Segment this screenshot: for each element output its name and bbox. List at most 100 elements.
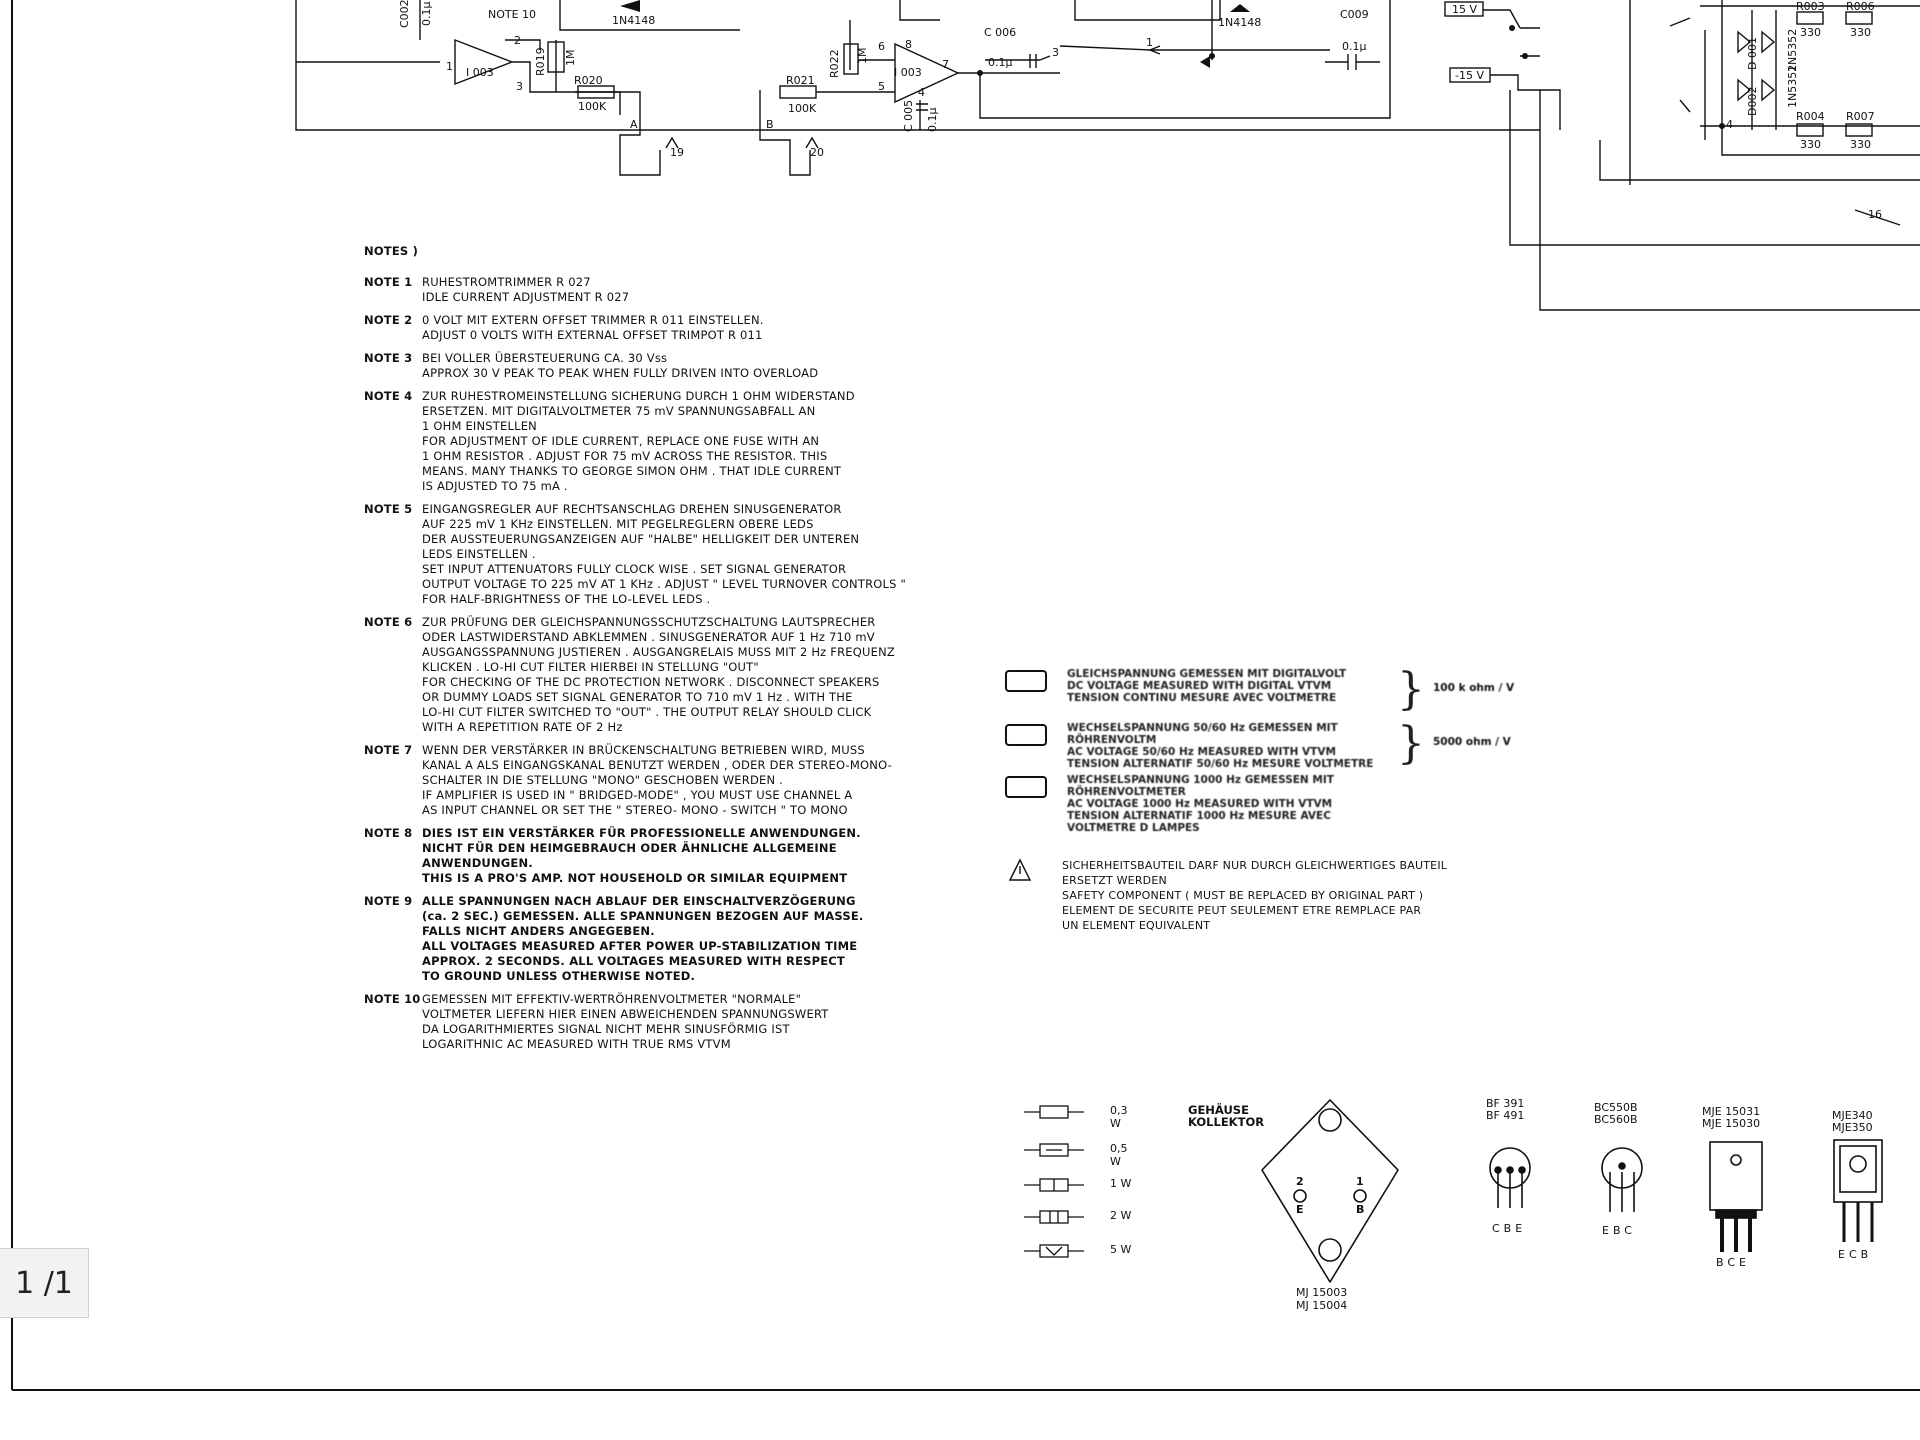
note-text: ALLE SPANNUNGEN NACH ABLAUF DER EINSCHAL…: [422, 894, 864, 983]
casing-collector-label: GEHÄUSE KOLLEKTOR: [1188, 1103, 1265, 1129]
label-c006: C 006: [984, 26, 1016, 39]
note-id: NOTE 2: [364, 313, 413, 327]
label-i003-a: I 003: [466, 66, 494, 79]
label-c009-value: 0.1µ: [1342, 40, 1367, 53]
notes-header: NOTES ): [364, 244, 419, 258]
label-c006-value: 0.1µ: [988, 56, 1013, 69]
note-text: ZUR RUHESTROMEINSTELLUNG SICHERUNG DURCH…: [422, 389, 855, 493]
wattage-text: 0,5 W: [1110, 1142, 1128, 1168]
label-c005: C 005: [902, 100, 915, 132]
label-pin4: 4: [918, 86, 925, 99]
note-item: NOTE 5 EINGANGSREGLER AUF RECHTSANSCHLAG …: [364, 502, 964, 607]
note-id: NOTE 9: [364, 894, 413, 908]
label-note10: NOTE 10: [488, 8, 536, 21]
note-item: NOTE 9 ALLE SPANNUNGEN NACH ABLAUF DER EI…: [364, 894, 964, 984]
label-r019-value: 1M: [564, 50, 577, 67]
bc550-pins: EBC: [1602, 1224, 1636, 1237]
label-pin1: 1: [446, 60, 453, 73]
wattage-text: 1 W: [1110, 1177, 1132, 1190]
label-pin-16: 16: [1868, 208, 1882, 221]
safety-note: SICHERHEITSBAUTEIL DARF NUR DURCH GLEICH…: [1000, 858, 1520, 933]
label-node-b: B: [766, 118, 774, 131]
note-id: NOTE 10: [364, 992, 421, 1006]
wattage-label-4: 2 W: [1098, 1209, 1131, 1222]
mje340-pins: ECB: [1838, 1248, 1873, 1261]
mj15003-label: MJ 15003 MJ 15004: [1296, 1286, 1348, 1312]
label-d001: D 001: [1746, 37, 1759, 70]
safety-text: SICHERHEITSBAUTEIL DARF NUR DURCH GLEICH…: [1062, 859, 1448, 932]
note-text: ZUR PRÜFUNG DER GLEICHSPANNUNGSSCHUTZSCH…: [422, 615, 895, 734]
note-id: NOTE 4: [364, 389, 413, 403]
bf391-pins: CBE: [1492, 1222, 1527, 1235]
legend-box-ac-1000: [1005, 776, 1047, 798]
legend-row-ac-1000: WECHSELSPANNUNG 1000 Hz GEMESSEN MIT RÖH…: [1005, 774, 1387, 834]
legend-text-ac-1000: WECHSELSPANNUNG 1000 Hz GEMESSEN MIT RÖH…: [1067, 774, 1334, 834]
mje340-label: MJE340 MJE350: [1832, 1109, 1873, 1134]
wattage-label-1: 0,3 W: [1098, 1104, 1140, 1130]
label-r021-value: 100K: [788, 102, 817, 115]
label-r003: R003: [1796, 0, 1825, 13]
bf391-label: BF 391 BF 491: [1486, 1097, 1525, 1122]
label-pin6: 6: [878, 40, 885, 53]
label-zener-1: 1N5352: [1786, 29, 1799, 72]
label-pin5: 5: [878, 80, 885, 93]
label-r019: R019: [534, 47, 547, 76]
label-i003-b: I 003: [894, 66, 922, 79]
label-r007: R007: [1846, 110, 1875, 123]
legend-brace-1: }: [1397, 664, 1425, 715]
label-minus-15v: -15 V: [1455, 69, 1484, 82]
label-r330-b: 330: [1850, 26, 1871, 39]
mje15031-pins: BCE: [1716, 1256, 1750, 1269]
mje15031-label: MJE 15031 MJE 15030: [1702, 1105, 1761, 1130]
note-item: NOTE 8 DIES IST EIN VERSTÄRKER FÜR PROFES…: [364, 826, 964, 886]
label-d-1n4148-a: 1N4148: [612, 14, 655, 27]
note-id: NOTE 8: [364, 826, 413, 840]
label-r330-c: 330: [1800, 138, 1821, 151]
label-pin4-right: 4: [1726, 118, 1733, 131]
voltage-legend: GLEICHSPANNUNG GEMESSEN MIT DIGITALVOLT …: [1005, 668, 1605, 834]
note-id: NOTE 7: [364, 743, 413, 757]
note-text: RUHESTROMTRIMMER R 027 IDLE CURRENT ADJU…: [422, 275, 630, 304]
label-c005-value: 0.1µ: [926, 108, 939, 133]
legend-box-ac-50: [1005, 724, 1047, 746]
label-pin-1-in: 1: [1146, 36, 1153, 49]
label-r022: R022: [828, 49, 841, 78]
label-c002-value: 0.1µ: [420, 2, 433, 27]
note-text: BEI VOLLER ÜBERSTEUERUNG CA. 30 Vss APPR…: [422, 351, 819, 380]
wattage-label-5: 5 W: [1098, 1243, 1131, 1256]
label-d002: D002: [1746, 87, 1759, 116]
label-pin8: 8: [905, 38, 912, 51]
label-pin7: 7: [942, 58, 949, 71]
label-node-a: A: [630, 118, 638, 131]
label-r330-a: 330: [1800, 26, 1821, 39]
label-r020-value: 100K: [578, 100, 607, 113]
to3-pin1-b-label: B: [1356, 1203, 1365, 1216]
legend-row-dc: GLEICHSPANNUNG GEMESSEN MIT DIGITALVOLT …: [1005, 668, 1514, 712]
label-pin-19: 19: [670, 146, 684, 159]
label-r022-value: 1M: [856, 48, 869, 65]
note-text: DIES IST EIN VERSTÄRKER FÜR PROFESSIONEL…: [422, 826, 861, 885]
label-15v: 15 V: [1452, 3, 1477, 16]
wattage-text: 2 W: [1110, 1209, 1132, 1222]
label-pin2: 2: [514, 34, 521, 47]
note-item: NOTE 3 BEI VOLLER ÜBERSTEUERUNG CA. 30 Vs…: [364, 351, 964, 381]
to3-pin1-label: 1: [1356, 1175, 1364, 1188]
legend-box-dc: [1005, 670, 1047, 692]
note-text: EINGANGSREGLER AUF RECHTSANSCHLAG DREHEN…: [422, 502, 906, 606]
note-id: NOTE 3: [364, 351, 413, 365]
note-text: GEMESSEN MIT EFFEKTIV-WERTRÖHRENVOLTMETE…: [422, 992, 829, 1051]
legend-brace-2: }: [1397, 718, 1425, 769]
wattage-label-3: 1 W: [1098, 1177, 1131, 1190]
label-c002: C002: [398, 0, 411, 28]
note-id: NOTE 5: [364, 502, 413, 516]
page-indicator: 1 /1: [0, 1248, 89, 1318]
label-pin-3-out: 3: [1052, 46, 1059, 59]
